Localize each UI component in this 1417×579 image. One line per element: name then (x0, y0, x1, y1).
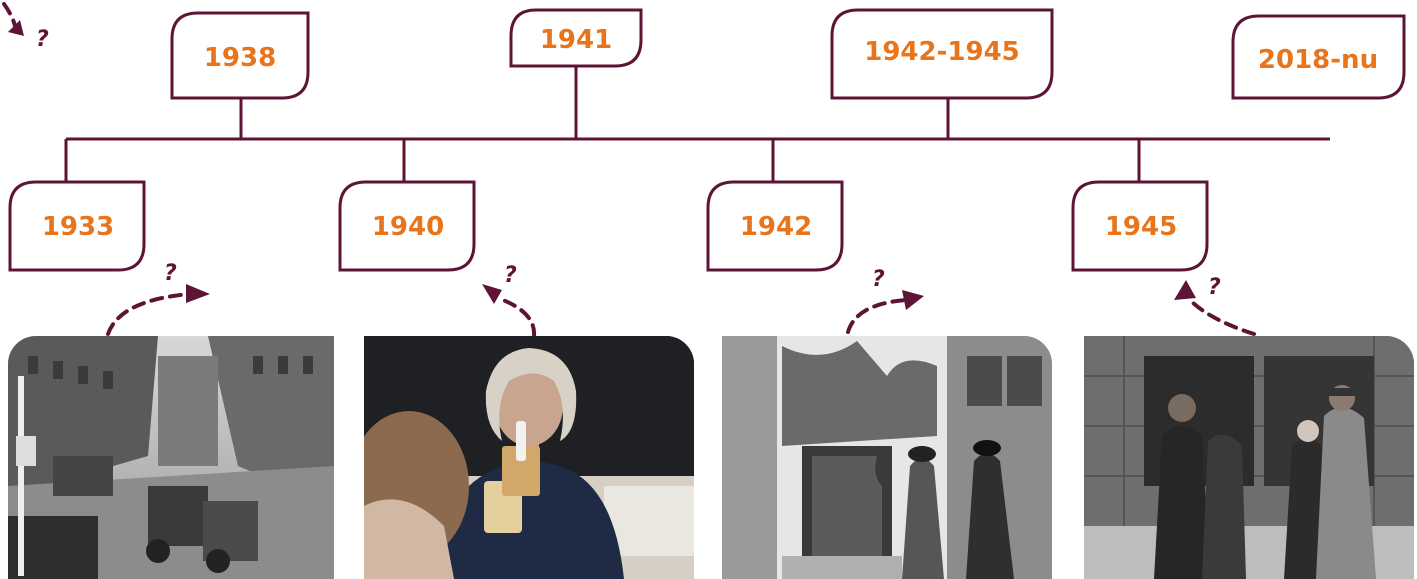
year-box-top-2018-nu: 2018-nu (1231, 14, 1406, 100)
photo-deportation-train-wagon (1084, 336, 1414, 579)
year-box-top-1942-1945: 1942-1945 (830, 8, 1054, 100)
question-arrow-1945: ? (1174, 275, 1256, 336)
question-mark: ? (504, 263, 517, 288)
question-mark: ? (872, 267, 885, 292)
question-arrow-1942: ? (846, 267, 924, 334)
year-box-bottom-1940: 1940 (338, 180, 476, 272)
question-mark: ? (164, 261, 177, 286)
arrowhead-icon (8, 20, 24, 36)
question-mark: ? (36, 27, 49, 52)
year-box-bottom-1945: 1945 (1071, 180, 1209, 272)
year-label: 1938 (204, 43, 276, 73)
year-label: 1942-1945 (864, 37, 1020, 67)
arrowhead-icon (482, 284, 502, 304)
year-box-bottom-1933: 1933 (8, 180, 146, 272)
year-box-top-1938: 1938 (170, 11, 310, 100)
question-arrow-1940: ? (482, 263, 537, 338)
photo-speaker-holding-object (364, 336, 694, 579)
year-label: 1940 (372, 212, 444, 242)
year-label: 1933 (42, 212, 114, 242)
year-label: 1945 (1105, 212, 1177, 242)
arrowhead-icon (1174, 280, 1196, 300)
question-arrow-1933: ? (106, 261, 210, 336)
arrowhead-icon (902, 290, 924, 310)
photo-broken-shop-windows (722, 336, 1052, 579)
arrowhead-icon (186, 284, 210, 303)
year-label: 1941 (540, 25, 612, 55)
year-box-bottom-1942: 1942 (706, 180, 844, 272)
year-label: 1942 (740, 212, 812, 242)
photo-street-with-military-trucks (8, 336, 334, 579)
year-box-top-1941: 1941 (509, 8, 643, 68)
year-label: 2018-nu (1258, 45, 1378, 75)
question-arrow-top-left: ? (2, 2, 49, 52)
question-mark: ? (1208, 275, 1221, 300)
